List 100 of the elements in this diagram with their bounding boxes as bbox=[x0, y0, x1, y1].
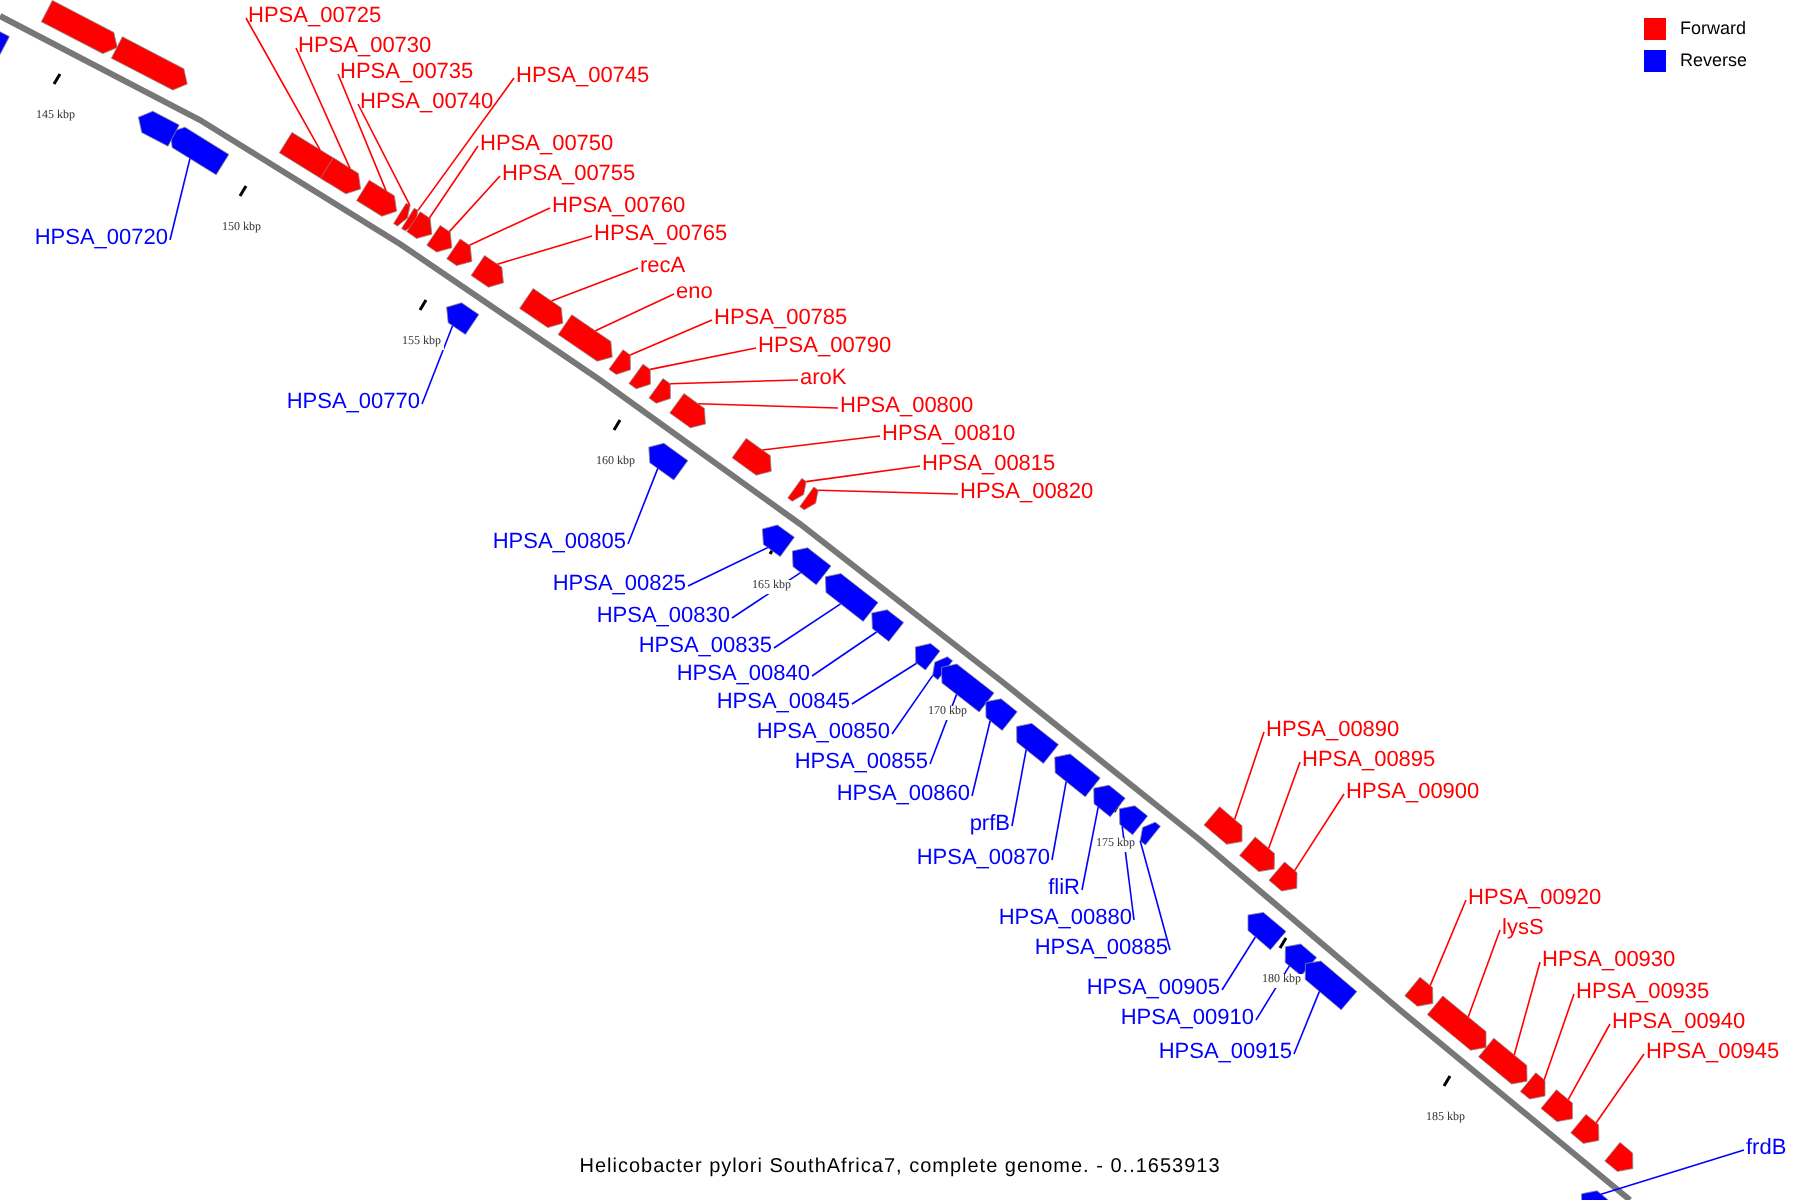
gene-label: HPSA_00900 bbox=[1346, 780, 1480, 806]
leader-line bbox=[1567, 1023, 1611, 1101]
leader-line bbox=[1233, 731, 1265, 821]
gene-block bbox=[1404, 976, 1434, 1007]
gene-label: HPSA_00880 bbox=[998, 906, 1132, 932]
leader-line bbox=[169, 157, 191, 241]
gene-label: aroK bbox=[800, 366, 847, 392]
gene-label: lysS bbox=[1502, 916, 1544, 942]
leader-line bbox=[417, 77, 515, 212]
gene-block bbox=[111, 36, 188, 91]
leader-line bbox=[1011, 748, 1027, 827]
gene-label: HPSA_00770 bbox=[286, 390, 420, 416]
gene-block bbox=[1093, 784, 1126, 818]
gene-label: HPSA_00825 bbox=[552, 572, 686, 598]
gene-label: HPSA_00830 bbox=[596, 604, 730, 630]
gene-label: HPSA_00760 bbox=[552, 194, 686, 220]
gene-label: HPSA_00820 bbox=[960, 480, 1094, 506]
gene-label: HPSA_00810 bbox=[882, 422, 1016, 448]
leader-line bbox=[448, 175, 501, 233]
gene-block bbox=[1427, 995, 1487, 1051]
gene-block bbox=[1016, 723, 1059, 764]
leader-line bbox=[421, 325, 454, 405]
gene-label: HPSA_00815 bbox=[922, 452, 1056, 478]
leader-line bbox=[627, 467, 659, 545]
gene-label: HPSA_00935 bbox=[1576, 980, 1710, 1006]
leader-line bbox=[550, 267, 639, 302]
gene-block bbox=[787, 478, 807, 502]
leader-line bbox=[1293, 990, 1321, 1055]
gene-label: HPSA_00945 bbox=[1646, 1040, 1780, 1066]
gene-label: HPSA_00915 bbox=[1158, 1040, 1292, 1066]
leader-line bbox=[669, 379, 799, 385]
gene-block bbox=[1268, 861, 1298, 892]
gene-block bbox=[1247, 912, 1287, 951]
gene-label: recA bbox=[640, 254, 686, 280]
gene-label: HPSA_00840 bbox=[676, 662, 810, 688]
gene-label: HPSA_00785 bbox=[714, 306, 848, 332]
leader-line bbox=[496, 235, 593, 265]
gene-block bbox=[1304, 960, 1358, 1011]
leader-line bbox=[649, 347, 757, 371]
caption: Helicobacter pylori SouthAfrica7, complete genome. - 0..1653913 bbox=[579, 1156, 1221, 1178]
gene-block bbox=[41, 0, 118, 54]
gene-block bbox=[393, 202, 411, 227]
gene-block bbox=[1119, 805, 1148, 836]
leader-line bbox=[687, 546, 769, 587]
gene-label: HPSA_00800 bbox=[840, 394, 974, 420]
gene-block bbox=[0, 30, 10, 59]
leader-line bbox=[1221, 936, 1257, 991]
leader-line bbox=[697, 403, 839, 409]
gene-label: HPSA_00750 bbox=[480, 132, 614, 158]
gene-label: HPSA_00790 bbox=[758, 334, 892, 360]
gene-block bbox=[1604, 1142, 1634, 1172]
gene-block bbox=[1520, 1072, 1546, 1100]
gene-label: HPSA_00725 bbox=[248, 4, 382, 30]
gene-label: HPSA_00860 bbox=[836, 782, 970, 808]
gene-block bbox=[356, 179, 397, 217]
gene-label: HPSA_00745 bbox=[516, 64, 650, 90]
gene-label: HPSA_00720 bbox=[34, 226, 168, 252]
gene-block bbox=[669, 393, 706, 429]
leader-line bbox=[1600, 1149, 1745, 1195]
leader-line bbox=[805, 465, 921, 483]
gene-block bbox=[1581, 1190, 1614, 1200]
gene-label: HPSA_00910 bbox=[1120, 1006, 1254, 1032]
gene-block bbox=[608, 349, 631, 375]
leader-line bbox=[357, 103, 411, 207]
gene-label: HPSA_00755 bbox=[502, 162, 636, 188]
gene-label: eno bbox=[676, 280, 713, 306]
gene-block bbox=[825, 573, 879, 622]
gene-block bbox=[792, 547, 832, 586]
leader-line bbox=[1293, 793, 1345, 872]
leader-line bbox=[851, 662, 918, 705]
leader-line bbox=[761, 435, 881, 451]
gene-block bbox=[731, 438, 772, 476]
leader-line bbox=[731, 571, 802, 619]
leader-line bbox=[428, 145, 479, 219]
gene-block bbox=[871, 609, 904, 642]
gene-block bbox=[628, 363, 651, 390]
gene-block bbox=[1239, 836, 1275, 872]
gene-label: HPSA_00805 bbox=[492, 530, 626, 556]
gene-block bbox=[762, 524, 795, 557]
gene-block bbox=[446, 302, 480, 335]
gene-block bbox=[915, 643, 941, 671]
leader-line bbox=[891, 674, 934, 735]
gene-block bbox=[648, 442, 689, 481]
gene-block bbox=[470, 255, 504, 288]
gene-block bbox=[1139, 821, 1161, 846]
leader-line bbox=[773, 603, 842, 649]
gene-label: HPSA_00850 bbox=[756, 720, 890, 746]
leader-line bbox=[245, 17, 321, 151]
gene-label: HPSA_00895 bbox=[1302, 748, 1436, 774]
leader-line bbox=[1267, 761, 1301, 850]
gene-block bbox=[985, 698, 1018, 731]
gene-block bbox=[1540, 1089, 1573, 1122]
gene-block bbox=[426, 225, 453, 253]
gene-label: HPSA_00765 bbox=[594, 222, 728, 248]
gene-block bbox=[519, 288, 564, 328]
gene-block bbox=[406, 211, 433, 239]
gene-label: HPSA_00920 bbox=[1468, 886, 1602, 912]
leader-line bbox=[1139, 840, 1171, 951]
gene-label: HPSA_00870 bbox=[916, 846, 1050, 872]
leader-line bbox=[1051, 780, 1067, 861]
